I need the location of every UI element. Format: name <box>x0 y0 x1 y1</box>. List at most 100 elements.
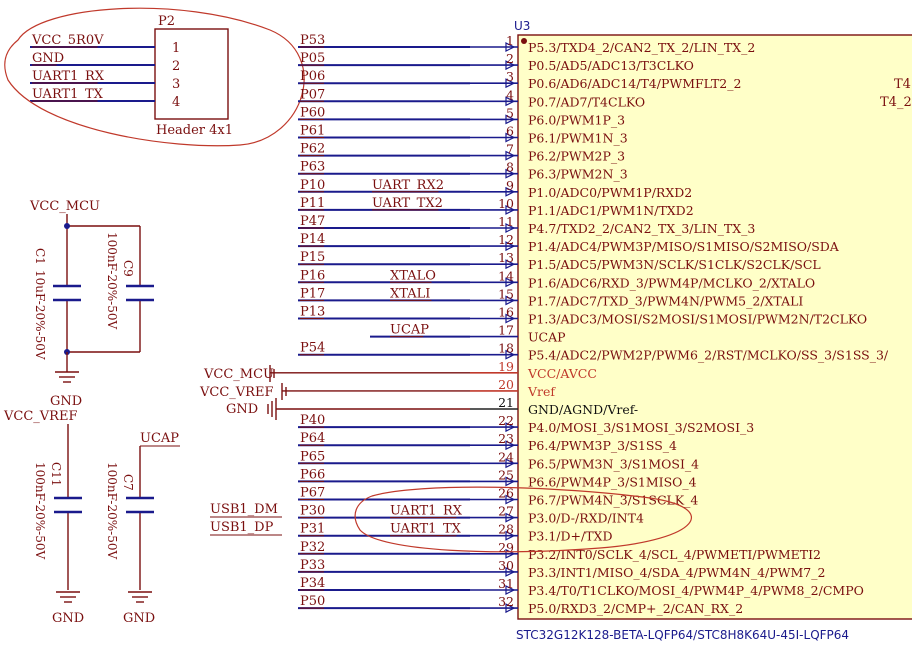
ic-pin-number: 17 <box>498 323 514 338</box>
ic-pin-arrow <box>505 440 516 451</box>
ic-net-label: P11 <box>300 196 325 211</box>
ic-pin-19[interactable]: 19 VCC/AVCC <box>270 359 597 381</box>
ic-pin-number: 13 <box>498 250 514 265</box>
ic-right-label-t4-2: T4_2 <box>880 95 912 110</box>
ic-right-label-t4: T4 <box>894 77 911 92</box>
gnd-symbol <box>128 591 152 603</box>
ic-pin-number: 2 <box>506 51 514 66</box>
ic-pin-name: P3.1/D+/TXD <box>528 529 612 544</box>
ic-pin-number: 9 <box>506 178 514 193</box>
net-label-vcc-mcu-caps: VCC_MCU <box>29 199 100 214</box>
ic-pin-arrow <box>505 476 516 487</box>
net-label-ucap: UCAP <box>140 431 179 446</box>
ic-pin-number: 18 <box>498 341 514 356</box>
c9-ref: C9 <box>121 260 135 277</box>
ic-net-label: P17 <box>300 286 325 301</box>
capacitor-c1[interactable]: C1 10uF-20%-50V <box>33 248 81 360</box>
ic-pin-number: 12 <box>498 232 514 247</box>
ic-pin-name: P1.3/ADC3/MOSI/S2MOSI/S1MOSI/PWM2N/T2CLK… <box>528 312 867 327</box>
ic-pin-arrow <box>505 114 516 125</box>
c11-ref: C11 <box>49 462 63 486</box>
ic-pin-name: P0.5/AD5/ADC13/T3CLKO <box>528 58 694 73</box>
ic-net-label: P62 <box>300 142 325 157</box>
ic-body[interactable] <box>517 34 912 620</box>
header-pin-number: 3 <box>172 77 180 92</box>
ic-pin-name: VCC/AVCC <box>527 366 597 381</box>
ic-pin-arrow <box>505 259 516 270</box>
ic-net-label: P53 <box>300 33 325 48</box>
ic-pin-arrow <box>505 60 516 71</box>
ic-pin-number: 29 <box>498 540 514 555</box>
capacitor-c7[interactable]: C7 100nF-20%-50V <box>105 462 154 559</box>
ic-pin-arrow <box>505 168 516 179</box>
header-pin-4[interactable]: UART1_TX4 <box>30 87 180 110</box>
highlight-ellipse-header <box>4 7 305 147</box>
gnd-label-3: GND <box>123 611 155 626</box>
ic-pin-arrow <box>505 223 516 233</box>
net-label-usb-dp: USB1_DP <box>210 520 274 535</box>
c9-value: 100nF-20%-50V <box>105 232 119 329</box>
capacitor-c11[interactable]: C11 100nF-20%-50V <box>33 462 82 559</box>
ic-pin-name: P1.5/ADC5/PWM3N/SCLK/S1CLK/S2CLK/SCL <box>528 257 821 272</box>
ic-pin-name: P6.1/PWM1N_3 <box>528 131 628 146</box>
header-pin-3[interactable]: UART1_RX3 <box>30 69 180 92</box>
header-p2[interactable]: P2 Header 4x1 <box>154 14 233 138</box>
ic-net-label: P40 <box>300 413 325 428</box>
ic-pin-name: P1.7/ADC7/TXD_3/PWM4N/PWM5_2/XTALI <box>528 293 803 308</box>
ic-part-number: STC32G12K128-BETA-LQFP64/STC8H8K64U-45I-… <box>516 628 849 642</box>
ic-pin-arrow <box>505 494 516 505</box>
ic-pin-arrow <box>505 96 516 107</box>
c1-value: 10uF-20%-50V <box>33 270 47 360</box>
ic-pin-number: 5 <box>506 105 514 120</box>
header-designator: P2 <box>158 14 175 29</box>
ic-pin-arrow <box>505 566 516 577</box>
ic-pin-arrow <box>505 42 516 52</box>
header-pin-number: 4 <box>172 95 180 110</box>
ic-net-label: P64 <box>300 431 325 446</box>
ic-pin-number: 19 <box>498 359 514 374</box>
ic-pin-arrow <box>505 512 516 523</box>
net-label-gnd-pin21: GND <box>226 402 258 417</box>
capacitor-c9[interactable]: C9 100nF-20%-50V <box>105 232 154 329</box>
ic-pin-name: Vref <box>527 384 556 399</box>
header-comment: Header 4x1 <box>156 123 233 138</box>
ic-pin-20[interactable]: 20 Vref <box>282 377 556 399</box>
ic-pin-number: 31 <box>498 576 514 591</box>
ic-signal-label: UART1_TX <box>390 522 462 537</box>
ic-signal-label: XTALI <box>390 286 430 301</box>
ic-pin-arrow <box>505 295 516 306</box>
ic-pin-number: 20 <box>498 377 514 392</box>
ic-pin-number: 3 <box>506 69 514 84</box>
